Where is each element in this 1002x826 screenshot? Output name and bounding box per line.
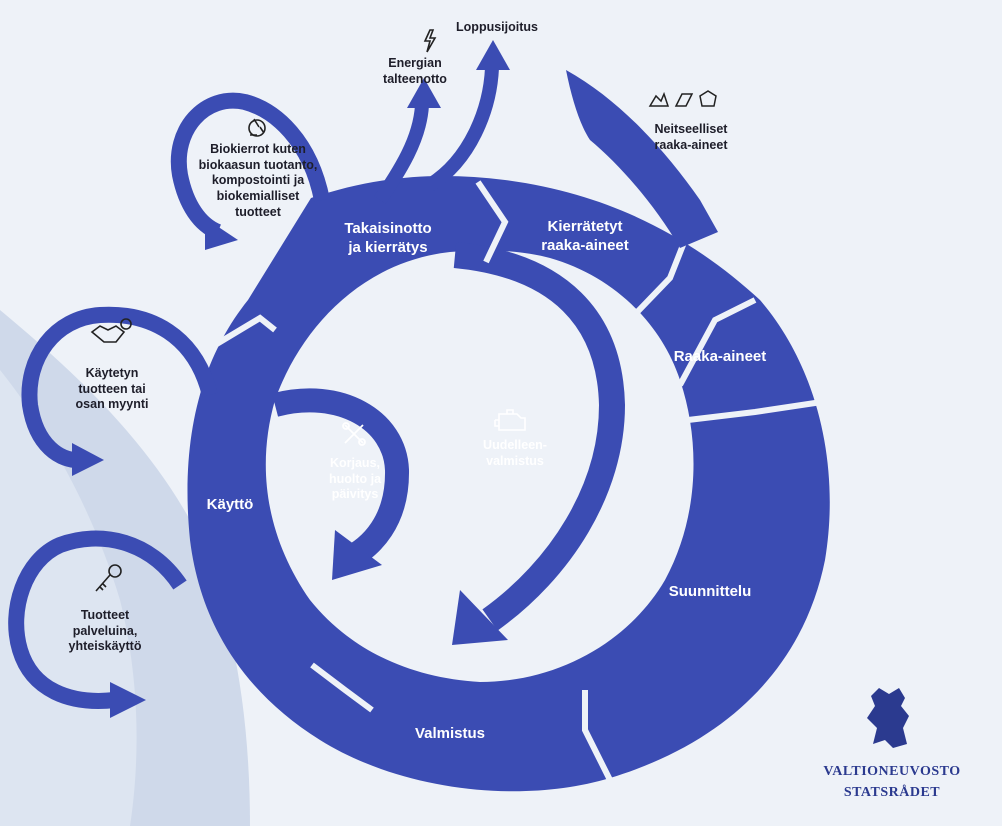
korjaus-arm xyxy=(271,388,410,571)
main-ring xyxy=(187,175,830,792)
neitseelliset-label: Neitseelliset raaka-aineet xyxy=(654,122,728,152)
biokierrot-label: Biokierrot kuten biokaasun tuotanto, kom… xyxy=(198,142,318,219)
lightning-bolt-icon xyxy=(423,29,437,53)
wrench-screwdriver-icon xyxy=(342,422,366,446)
recycle-icon xyxy=(248,118,266,137)
kaytetyn-loop xyxy=(21,306,218,469)
virgin-materials-inflow xyxy=(566,70,718,248)
logo-line2: STATSRÅDET xyxy=(843,785,941,800)
background-swoosh-light xyxy=(0,370,137,826)
uudelleenvalmistus-arrowhead xyxy=(452,590,508,645)
kaytetyn-label: Käytetyn tuotteen tai osan myynti xyxy=(75,366,149,412)
valtioneuvosto-logo xyxy=(867,688,909,748)
uudelleenvalmistus-label: Uudelleen- valmistus xyxy=(483,438,547,468)
kaytetyn-arrowhead xyxy=(72,443,104,476)
suunnittelu-label: Suunnittelu xyxy=(668,583,752,600)
valmistus-label: Valmistus xyxy=(414,725,486,742)
energy-exit-arrow xyxy=(374,104,429,204)
raw-materials-icon xyxy=(648,90,717,107)
engine-icon xyxy=(494,409,526,431)
logo-line1: VALTIONEUVOSTO xyxy=(823,764,961,779)
loppusijoitus-label: Loppusijoitus xyxy=(456,20,538,34)
biokierrot-loop xyxy=(170,92,330,240)
loppusijoitus-exit-arrowhead xyxy=(476,40,510,70)
energian-label: Energian talteenotto xyxy=(383,56,447,86)
key-icon xyxy=(95,564,122,592)
segment-dividers xyxy=(213,180,836,782)
kaytto-label: Käyttö xyxy=(206,496,254,513)
kierratetyt-label: Kierrätetyt raaka-aineet xyxy=(541,218,629,254)
takaisinotto-label: Takaisinotto ja kierrätys xyxy=(344,220,432,256)
korjaus-label: Korjaus, huolto ja päivitys xyxy=(328,456,382,502)
biokierrot-arrowhead xyxy=(205,218,238,250)
uudelleenvalmistus-arm xyxy=(453,242,626,631)
tuotteet-palveluina-arrowhead xyxy=(110,682,146,718)
raaka-aineet-label: Raaka-aineet xyxy=(673,348,767,365)
loppusijoitus-exit-arrow xyxy=(426,67,499,191)
handshake-icon xyxy=(90,318,132,343)
tuotteet-palveluina-loop xyxy=(8,530,187,709)
korjaus-arrowhead xyxy=(332,530,382,580)
energy-exit-arrowhead xyxy=(407,78,441,108)
tuotteet-palveluina-label: Tuotteet palveluina, yhteiskäyttö xyxy=(68,608,142,654)
